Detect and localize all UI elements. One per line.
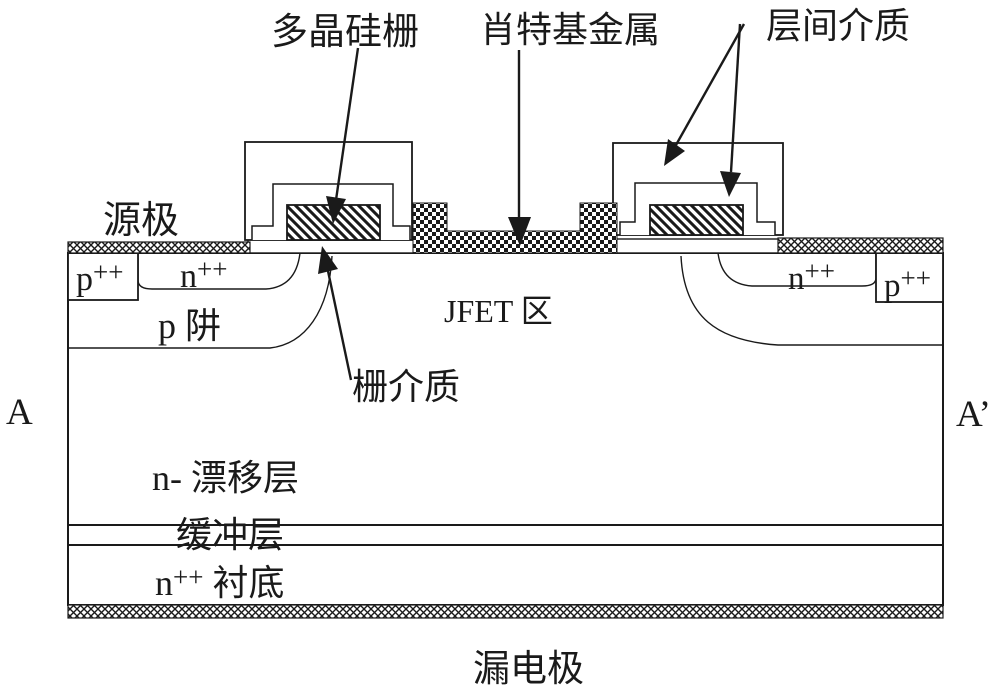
source-metal-right: [777, 237, 944, 254]
drain-electrode-metal: [67, 604, 944, 619]
p-plus-right-label: p++: [884, 263, 931, 304]
p-plus-left-region: [67, 252, 139, 301]
interlayer-dielectric-label: 层间介质: [766, 6, 910, 46]
schottky-metal-arrow: [508, 50, 531, 246]
semiconductor-body: [67, 252, 944, 606]
substrate-label: n++ 衬底: [155, 562, 284, 603]
p-plus-right-region: [875, 252, 944, 303]
drift-layer-label: n- 漂移层: [152, 458, 299, 498]
p-well-right-boundary: [680, 255, 943, 346]
drain-label: 漏电极: [473, 649, 584, 689]
interlayer-dielectric-arrow-1: [664, 23, 746, 166]
gate-dielectric-arrow: [318, 246, 353, 381]
schottky-metal-label: 肖特基金属: [480, 10, 660, 50]
source-metal-left: [67, 241, 251, 254]
poly-gate-label: 多晶硅栅: [271, 12, 419, 53]
gate-dielectric-label: 栅介质: [352, 367, 460, 407]
section-a-label: A: [6, 392, 33, 433]
p-well-label: p 阱: [158, 306, 221, 346]
gate-oxide-right: [599, 238, 781, 254]
buffer-layer-label: 缓冲层: [176, 515, 284, 555]
polysilicon-gate-right: [649, 204, 744, 236]
p-plus-left-label: p++: [76, 257, 123, 298]
section-a-prime-label: A’: [956, 394, 991, 435]
poly-gate-arrow: [326, 47, 360, 224]
schottky-metal-contact: [412, 202, 618, 254]
interlayer-dielectric-arrow-2: [720, 23, 742, 197]
gate-oxide-left: [247, 238, 429, 254]
n-plus-right-label: n++: [788, 256, 835, 297]
jfet-region-label: JFET 区: [444, 293, 553, 329]
source-label: 源极: [103, 200, 179, 242]
n-plus-left-label: n++: [180, 254, 227, 295]
